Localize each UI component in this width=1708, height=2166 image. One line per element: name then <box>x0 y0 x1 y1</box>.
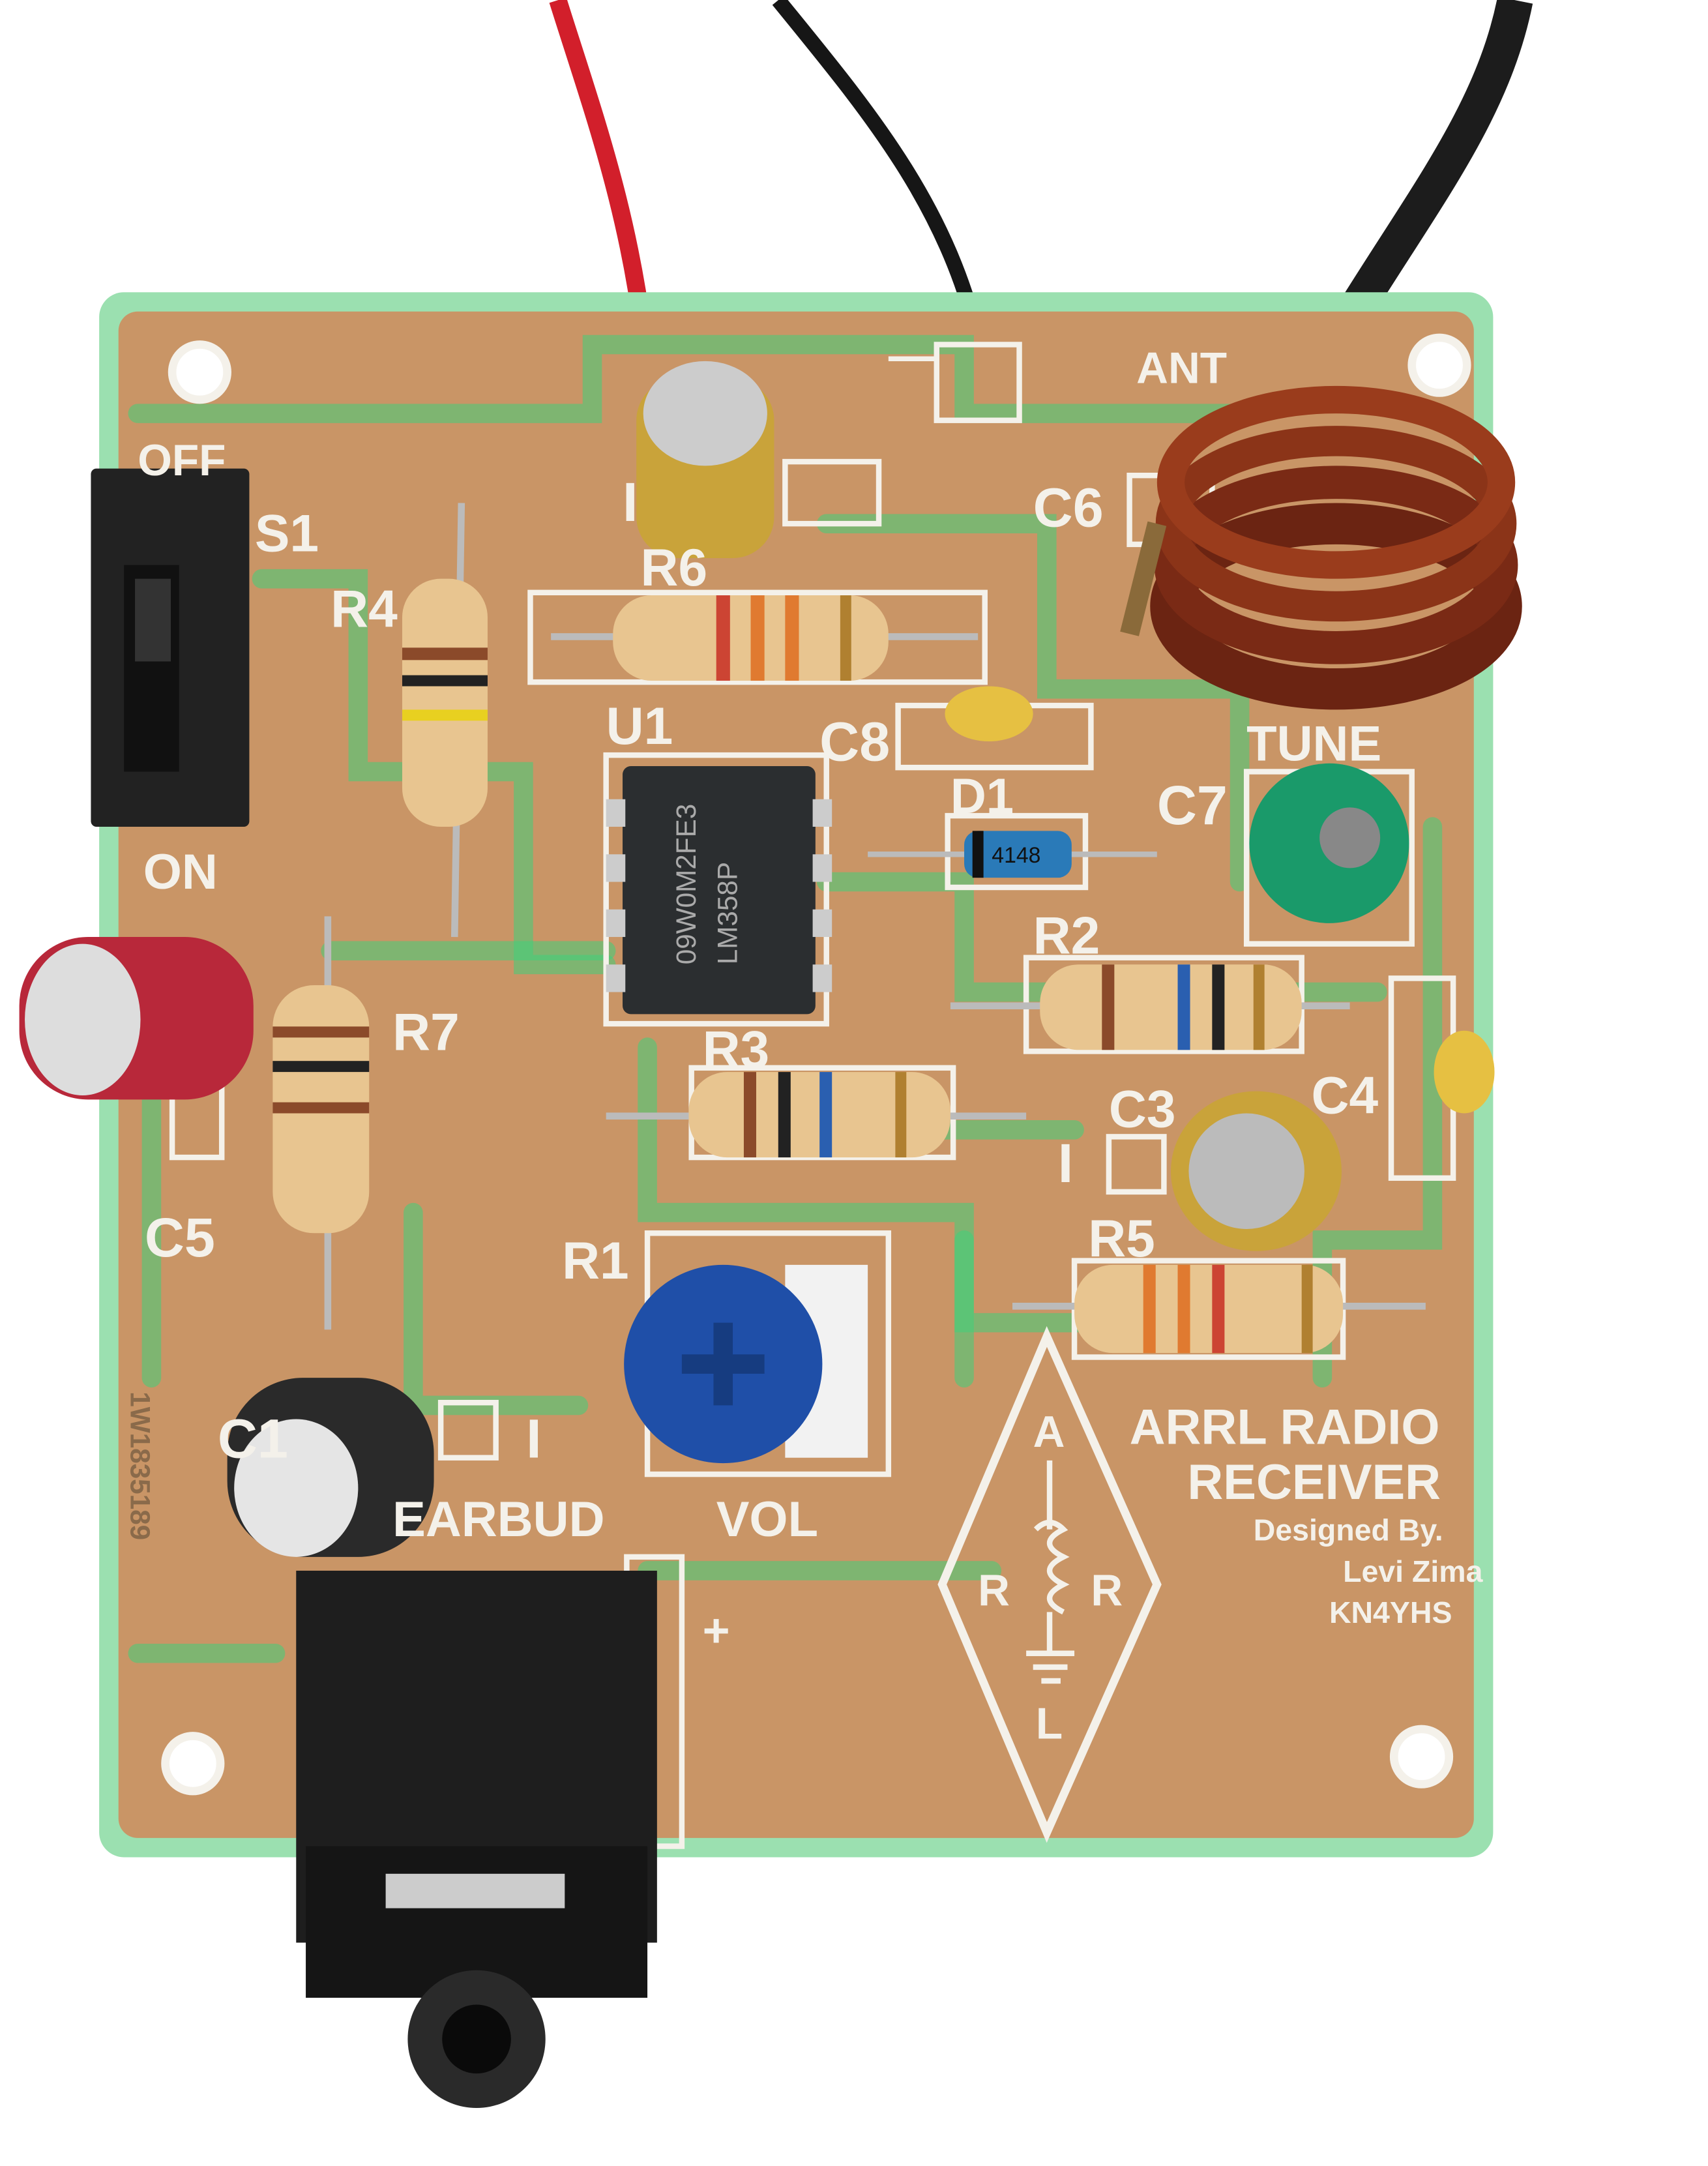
antenna-coil <box>1120 385 1522 710</box>
resistor-r2 <box>950 964 1350 1050</box>
mounting-hole <box>168 340 231 404</box>
credit-line2: Levi Zima <box>1343 1554 1484 1588</box>
resistor-r3 <box>606 1072 1027 1158</box>
label-r5: R5 <box>1088 1209 1155 1268</box>
label-r7: R7 <box>392 1003 460 1061</box>
polarity-mark: I <box>526 1408 541 1470</box>
polarity-mark: I <box>623 471 638 533</box>
ic-chip-u1: 09W0M2FE3 LM358P <box>603 752 832 1027</box>
label-r2: R2 <box>1033 906 1100 965</box>
label-minus: — <box>889 328 939 383</box>
label-plus: + <box>703 1605 730 1657</box>
mounting-hole <box>161 1732 225 1796</box>
label-off: OFF <box>138 436 226 485</box>
earbud-jack[interactable] <box>296 1570 657 2108</box>
electrolytic-capacitor-c3 <box>1170 1091 1342 1251</box>
mounting-hole <box>1407 333 1471 397</box>
credit-line1: Designed By. <box>1254 1513 1443 1547</box>
label-vol: VOL <box>716 1492 818 1547</box>
label-c1: C1 <box>218 1408 288 1470</box>
electrolytic-capacitor-c1 <box>227 1378 434 1557</box>
label-on: ON <box>143 844 218 900</box>
electrolytic-capacitor-c5 <box>19 937 254 1100</box>
label-u1: U1 <box>606 697 673 756</box>
silkscreen-labels: OFF S1 ON R4 R6 U1 C8 C6 ANT TUNE C7 D1 … <box>125 328 1484 1749</box>
slide-switch-s1[interactable] <box>91 468 250 827</box>
logo-letter-r: R <box>1091 1566 1123 1615</box>
label-c8: C8 <box>819 711 890 773</box>
ceramic-capacitor-c4 <box>1434 1030 1495 1114</box>
logo-letter-r: R <box>978 1566 1010 1615</box>
trimmer-capacitor-c7[interactable] <box>1249 763 1409 923</box>
label-d1: D1 <box>950 769 1014 824</box>
ceramic-capacitor-c8 <box>945 686 1033 741</box>
label-r1: R1 <box>562 1232 629 1290</box>
label-c6: C6 <box>1033 476 1104 538</box>
resistor-r7 <box>272 916 370 1330</box>
label-c4: C4 <box>1311 1066 1378 1125</box>
chip-marking-line1: 09W0M2FE3 <box>671 804 701 965</box>
logo-letter-a: A <box>1033 1408 1065 1457</box>
board-title-line2: RECEIVER <box>1187 1455 1441 1510</box>
board-title-line1: ARRL RADIO <box>1130 1400 1440 1455</box>
board-serial: 1W1835189 <box>125 1391 156 1540</box>
label-r4: R4 <box>331 580 398 639</box>
label-r3: R3 <box>703 1021 770 1080</box>
volume-potentiometer-r1[interactable] <box>624 1264 868 1464</box>
credit-line3: KN4YHS <box>1329 1595 1452 1629</box>
label-earbud: EARBUD <box>392 1492 604 1547</box>
label-c7: C7 <box>1157 774 1228 836</box>
label-ant: ANT <box>1136 344 1227 393</box>
polarity-mark: I <box>1058 1132 1073 1194</box>
logo-coil-icon <box>1026 1460 1075 1684</box>
electrolytic-capacitor <box>636 361 774 558</box>
label-r6: R6 <box>640 539 707 597</box>
label-c3: C3 <box>1109 1080 1176 1139</box>
resistor-r6 <box>551 595 979 681</box>
label-c5: C5 <box>145 1206 215 1268</box>
mounting-hole <box>1389 1725 1454 1788</box>
resistor-r5 <box>1012 1264 1426 1354</box>
logo-letter-l: L <box>1036 1700 1063 1749</box>
chip-marking-line2: LM358P <box>712 862 743 964</box>
resistor-r4 <box>402 503 488 938</box>
diode-d1: 4148 <box>868 831 1157 878</box>
label-tune: TUNE <box>1246 717 1381 772</box>
diode-marking: 4148 <box>992 843 1040 868</box>
label-s1: S1 <box>255 504 319 563</box>
arrl-logo-diamond <box>937 1326 1162 1843</box>
